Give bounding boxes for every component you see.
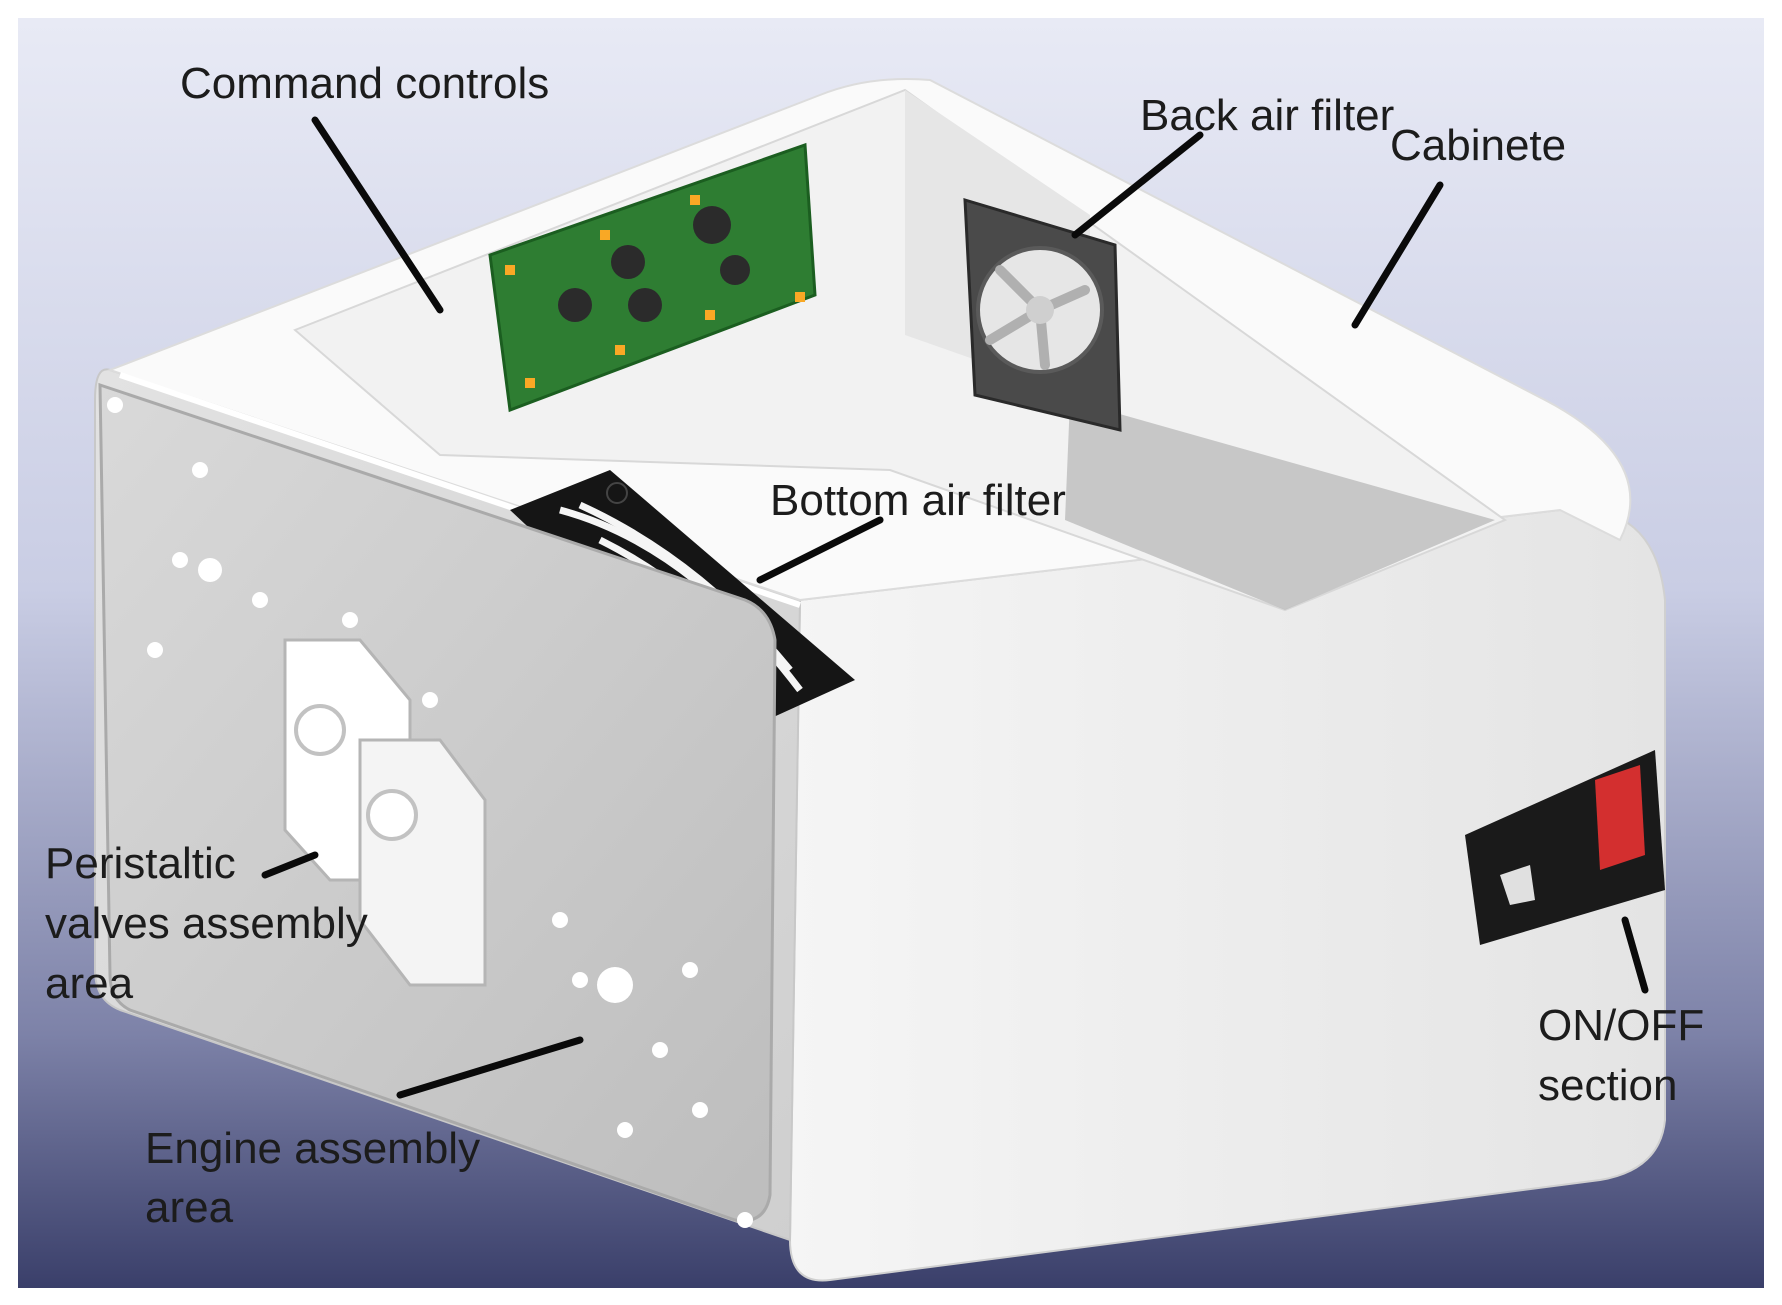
leader-back-air-filter	[1071, 131, 1204, 239]
leader-cabinete	[1351, 181, 1444, 329]
label-engine-1: Engine assembly	[145, 1124, 480, 1173]
power-socket	[1500, 865, 1535, 905]
leader-peristaltic	[261, 851, 319, 879]
leader-command-controls	[311, 116, 444, 314]
label-cabinete: Cabinete	[1390, 121, 1566, 170]
label-peristaltic-1: Peristaltic	[45, 839, 236, 888]
back-air-filter-fan	[963, 197, 1122, 432]
label-engine-2: area	[145, 1183, 234, 1232]
leader-onoff	[1621, 916, 1649, 994]
power-switch	[1595, 765, 1645, 870]
label-command-controls: Command controls	[180, 59, 549, 108]
label-onoff-1: ON/OFF	[1538, 1001, 1704, 1050]
interior-floor	[1065, 400, 1495, 610]
label-back-air-filter: Back air filter	[1140, 91, 1394, 140]
leader-bottom-air-filter	[756, 516, 884, 584]
leader-engine	[396, 1036, 584, 1099]
peristaltic-valves	[283, 638, 487, 987]
label-bottom-air-filter: Bottom air filter	[770, 476, 1066, 525]
command-controls-pcb	[488, 142, 817, 413]
label-peristaltic-2: valves assembly	[45, 899, 368, 948]
on-off-panel	[1465, 750, 1665, 945]
label-onoff-2: section	[1538, 1061, 1677, 1110]
label-peristaltic-3: area	[45, 959, 134, 1008]
